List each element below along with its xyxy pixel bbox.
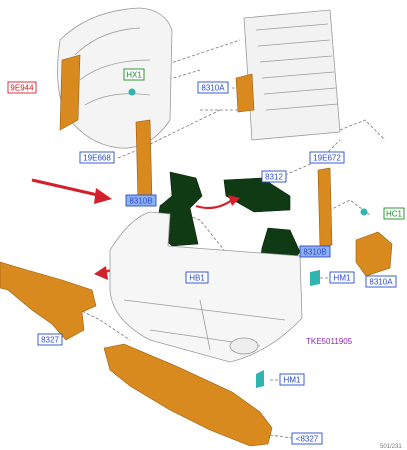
label-hx1[interactable]: HX1 [123, 68, 145, 81]
lower-shield-part [103, 343, 273, 447]
bumper-beam-part [0, 261, 97, 341]
label-8327[interactable]: 8327 [37, 333, 63, 346]
label-19e672-text: 19E672 [313, 154, 341, 163]
label-8312-text: 8312 [265, 173, 283, 182]
label-hb1-text: HB1 [189, 274, 205, 283]
label-hm1-lower-text: HM1 [284, 376, 301, 385]
diagram-id-text: 501/231 [380, 444, 402, 450]
label-tke5011905[interactable]: TKE5011905 [306, 337, 353, 346]
label-8310a-right[interactable]: 8310A [365, 275, 397, 288]
fastener-hm1-right [310, 270, 320, 286]
label-lt8327[interactable]: <8327 [291, 432, 323, 445]
label-hm1-right[interactable]: HM1 [329, 271, 355, 284]
label-9e944-text: 9E944 [10, 84, 34, 93]
label-8310b-center[interactable]: 8310B [125, 194, 157, 207]
label-8310b-side-text: 8310B [303, 248, 326, 257]
label-tke5011905-text: TKE5011905 [306, 337, 353, 346]
label-hm1-lower[interactable]: HM1 [279, 373, 305, 386]
label-hc1-text: HC1 [386, 210, 403, 219]
label-hb1[interactable]: HB1 [185, 271, 209, 284]
fastener-hc1 [360, 208, 368, 216]
label-19e668-text: 19E668 [83, 154, 111, 163]
label-hc1[interactable]: HC1 [383, 207, 405, 220]
label-8310a-left[interactable]: 8310A [197, 81, 229, 94]
fender-liner-bracket [59, 54, 81, 131]
radiator [243, 9, 341, 141]
bumper-cover [109, 211, 303, 363]
label-8310b-center-text: 8310B [129, 197, 152, 206]
fastener-hx1 [128, 88, 136, 96]
label-19e672[interactable]: 19E672 [309, 151, 345, 164]
label-8310b-side[interactable]: 8310B [299, 245, 331, 258]
fender-liner [57, 7, 173, 149]
label-19e668[interactable]: 19E668 [79, 151, 115, 164]
air-deflector-upper [223, 177, 291, 213]
radiator-support-right-part [355, 231, 393, 277]
label-8310a-right-text: 8310A [369, 278, 393, 287]
bracket-left-part [135, 119, 153, 203]
label-hm1-right-text: HM1 [334, 274, 351, 283]
label-9e944[interactable]: 9E944 [7, 81, 37, 94]
label-hx1-text: HX1 [126, 71, 142, 80]
label-8327-text: 8327 [41, 336, 59, 345]
fastener-hm1-lower [256, 370, 264, 388]
bracket-right-part [317, 167, 333, 248]
label-8312[interactable]: 8312 [261, 170, 287, 183]
label-8310a-left-text: 8310A [201, 84, 225, 93]
radiator-support-left-part [235, 73, 255, 113]
label-lt8327-text: <8327 [296, 435, 319, 444]
